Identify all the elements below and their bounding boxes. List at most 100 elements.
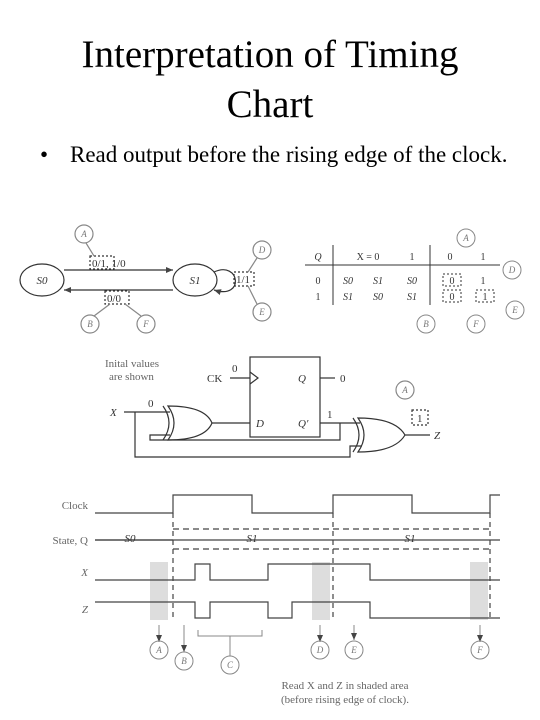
table-callout-a-label: A: [462, 233, 469, 243]
timing-note-line1: Read X and Z in shaded area: [281, 680, 408, 692]
state-s1-node: [172, 263, 218, 297]
state-s0-label: S0: [37, 275, 49, 287]
table-callout-f-label: F: [472, 319, 479, 329]
x-input-value: 0: [148, 398, 154, 410]
dashed-box-01: [89, 255, 115, 270]
x-waveform: [95, 563, 500, 581]
state-s1-label: S1: [190, 275, 201, 287]
clock-waveform: [95, 494, 500, 514]
state-graph: [19, 224, 272, 334]
shade-region-f: [470, 562, 488, 620]
q-value: 0: [340, 373, 346, 385]
marker-c-circle: [220, 655, 240, 675]
xor-gate-right-back: [352, 417, 360, 453]
table-row2-q: 1: [316, 292, 321, 303]
table-row2-z0: 0: [450, 292, 455, 303]
table-row1-z0: 0: [450, 276, 455, 287]
q-label: Q: [298, 373, 306, 385]
signal-z-label: Z: [82, 604, 89, 616]
page-title-line1: Interpretation of Timing: [81, 33, 459, 76]
table-header-z0: 0: [448, 252, 453, 263]
table-row1-cur: S0: [343, 276, 353, 287]
callout-f-circle: [136, 314, 156, 334]
state-table: [305, 228, 525, 334]
dashed-box-00: [104, 290, 130, 305]
initial-values-line1: Inital values: [105, 358, 159, 370]
bullet-text: Read output before the rising edge of th…: [70, 142, 508, 167]
edge-bottom-label: 0/0: [107, 293, 122, 305]
marker-c-label: C: [227, 660, 234, 670]
callout-a-circle: [74, 224, 94, 244]
clock-triangle: [249, 371, 259, 385]
timing-state-1: S0: [125, 533, 137, 545]
x-input-label: X: [109, 407, 118, 419]
ck-value: 0: [232, 363, 238, 375]
table-header-z1: 1: [481, 252, 486, 263]
table-dashed-box-2: [442, 289, 462, 303]
flip-flop-block: [249, 356, 321, 438]
table-dashed-box-1: [442, 273, 462, 287]
signal-state-label: State, Q: [53, 535, 88, 547]
table-callout-d-label: D: [508, 265, 516, 275]
page-title-line2: Chart: [226, 83, 314, 126]
edge-top-label: 0/1, 1/0: [92, 258, 126, 270]
initial-values-line2: are shown: [109, 371, 154, 383]
callout-d-circle: [252, 240, 272, 260]
callout-f-label: F: [142, 319, 149, 329]
signal-clock-label: Clock: [62, 500, 89, 512]
marker-f-label: F: [476, 645, 483, 655]
callout-e-leader: [247, 285, 258, 305]
callout-f-leader: [124, 303, 142, 317]
marker-c-bracket: [197, 630, 263, 637]
circuit: [124, 356, 430, 458]
self-loop-label: 1/1: [236, 274, 250, 286]
marker-e-label: E: [350, 645, 357, 655]
table-row1-z1: 1: [481, 276, 486, 287]
table-row2-n1: S1: [407, 292, 417, 303]
callout-e-circle: [252, 302, 272, 322]
bullet-symbol: •: [40, 142, 49, 167]
xor-gate-left-back: [162, 405, 170, 441]
table-callout-e-label: E: [511, 305, 518, 315]
shade-region-a: [150, 562, 168, 620]
marker-e-circle: [344, 640, 364, 660]
marker-a-circle: [149, 640, 169, 660]
circuit-callout-a-circle: [395, 380, 415, 400]
shade-region-d: [312, 562, 330, 620]
callout-e-label: E: [258, 307, 265, 317]
self-loop-s1: [213, 269, 236, 295]
table-callout-b-label: B: [423, 319, 429, 329]
table-callout-f-circle: [466, 314, 486, 334]
table-header-x1: 1: [410, 252, 415, 263]
d-label: D: [255, 418, 264, 430]
dashed-box-11: [233, 271, 255, 287]
timing-diagram: [95, 494, 500, 675]
callout-b-circle: [80, 314, 100, 334]
table-row1-q: 0: [316, 276, 321, 287]
timing-state-2: S1: [247, 533, 258, 545]
circuit-callout-a-label: A: [401, 385, 408, 395]
table-row2-z1: 1: [483, 292, 488, 303]
callout-a-label: A: [80, 229, 87, 239]
table-callout-d-circle: [502, 260, 522, 280]
marker-d-label: D: [316, 645, 324, 655]
callout-b-label: B: [87, 319, 93, 329]
table-callout-b-circle: [416, 314, 436, 334]
table-row1-n1: S0: [407, 276, 417, 287]
marker-f-circle: [470, 640, 490, 660]
marker-a-label: A: [155, 645, 162, 655]
z-dashed-box: [411, 409, 429, 426]
z-box-value: 1: [417, 413, 423, 425]
qbar-label: Q′: [298, 418, 309, 430]
z-output-label: Z: [434, 430, 441, 442]
state-s0-node: [19, 263, 65, 297]
table-header-x0: X = 0: [357, 252, 380, 263]
qbar-value: 1: [327, 409, 333, 421]
table-header-q: Q: [314, 252, 322, 263]
timing-note-line2: (before rising edge of clock).: [281, 694, 409, 706]
xor-gate-left: [166, 405, 213, 441]
table-dashed-box-3: [475, 289, 495, 303]
signal-x-label: X: [80, 567, 89, 579]
z-waveform: [95, 601, 500, 619]
